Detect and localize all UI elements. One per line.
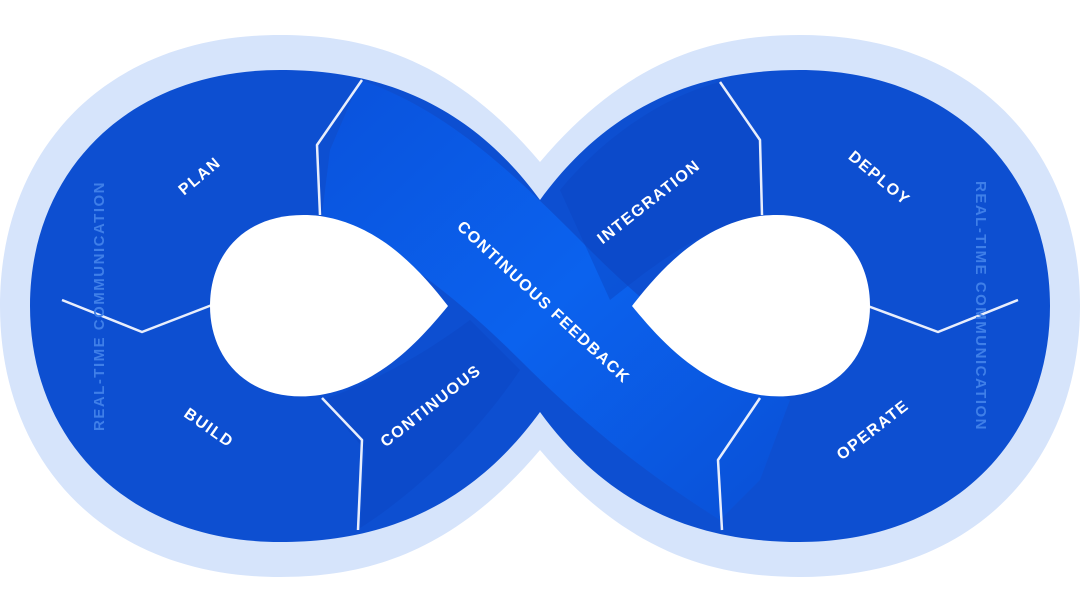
right-loop-hole: [632, 215, 870, 397]
label-realtime-right: REAL-TIME COMMUNICATION: [972, 181, 989, 431]
continuous-left-segment: [322, 320, 520, 528]
segment-dividers: [61, 79, 1019, 531]
continuous-feedback-ribbon: [322, 80, 790, 520]
left-loop-hole: [210, 215, 448, 397]
label-realtime-left: REAL-TIME COMMUNICATION: [91, 181, 108, 431]
integration-segment: [560, 82, 762, 300]
